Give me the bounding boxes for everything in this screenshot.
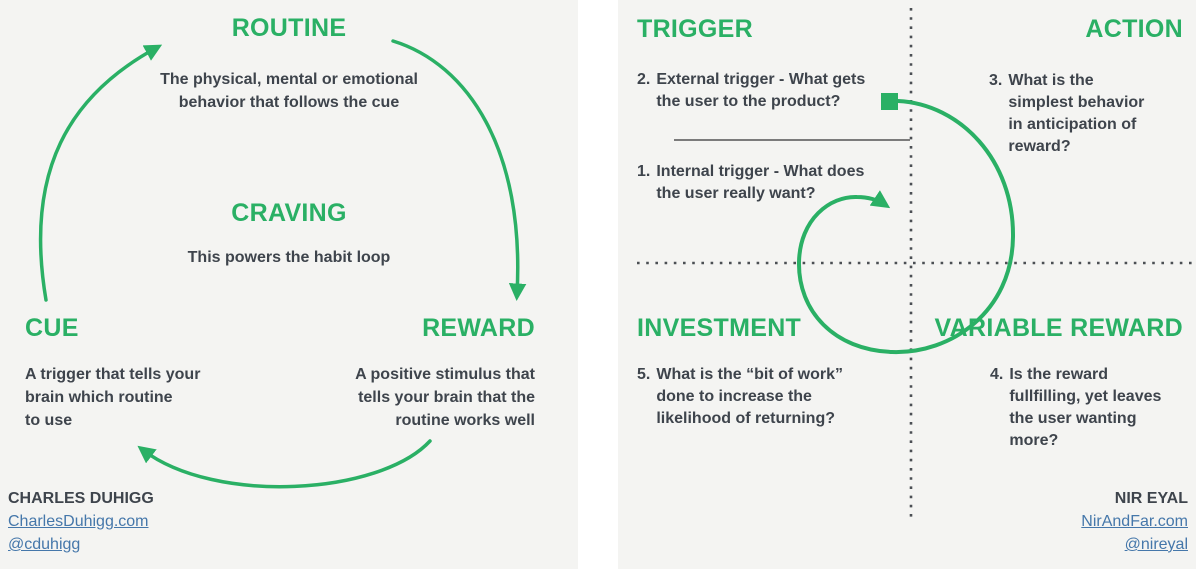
routine-title: ROUTINE (231, 14, 347, 42)
internal-trigger-item: 1. Internal trigger - What does the user… (637, 161, 864, 205)
trigger-title: TRIGGER (637, 15, 753, 43)
arrow-reward-to-cue-icon (137, 439, 432, 489)
item-number: 4. (990, 366, 1004, 383)
habit-loop-panel: ROUTINE The physical, mental or emotiona… (0, 0, 578, 569)
item-number: 1. (637, 163, 651, 180)
routine-description: The physical, mental or emotional behavi… (160, 71, 418, 111)
investment-item: 5. What is the “bit of work” done to inc… (637, 364, 843, 430)
item-text: External trigger - What gets the user to… (656, 71, 866, 110)
variable-reward-item: 4. Is the reward fullfilling, yet leaves… (990, 364, 1161, 452)
item-text: What is the “bit of work” done to increa… (656, 366, 844, 427)
external-trigger-square-icon (881, 93, 898, 110)
item-number: 5. (637, 366, 651, 383)
author-twitter-link[interactable]: @cduhigg (8, 536, 81, 553)
reward-description: A positive stimulus that tells your brai… (355, 366, 535, 429)
cue-description: A trigger that tells your brain which ro… (25, 366, 201, 429)
external-trigger-item: 2. External trigger - What gets the user… (637, 69, 865, 113)
habit-loop-attribution: CHARLES DUHIGG CharlesDuhigg.com @cduhig… (8, 490, 154, 554)
craving-description: This powers the habit loop (187, 249, 391, 266)
author-name: NIR EYAL (1114, 490, 1188, 507)
author-name: CHARLES DUHIGG (8, 490, 154, 507)
investment-title: INVESTMENT (637, 314, 802, 342)
craving-title: CRAVING (231, 199, 347, 227)
action-title: ACTION (1085, 15, 1183, 43)
item-text: What is the simplest behavior in anticip… (1008, 72, 1145, 155)
cue-title: CUE (25, 314, 79, 342)
item-text: Internal trigger - What does the user re… (656, 163, 865, 202)
action-item: 3. What is the simplest behavior in anti… (989, 70, 1144, 158)
item-number: 2. (637, 71, 651, 88)
author-twitter-link[interactable]: @nireyal (1124, 536, 1188, 553)
author-website-link[interactable]: CharlesDuhigg.com (8, 513, 149, 530)
reward-title: REWARD (422, 314, 535, 342)
author-website-link[interactable]: NirAndFar.com (1081, 513, 1188, 530)
hook-model-attribution: NIR EYAL NirAndFar.com @nireyal (1081, 490, 1188, 554)
item-text: Is the reward fullfilling, yet leaves th… (1009, 366, 1162, 449)
hook-model-panel: TRIGGER ACTION INVESTMENT VARIABLE REWAR… (618, 0, 1196, 569)
variable-reward-title: VARIABLE REWARD (934, 314, 1183, 342)
item-number: 3. (989, 72, 1003, 89)
